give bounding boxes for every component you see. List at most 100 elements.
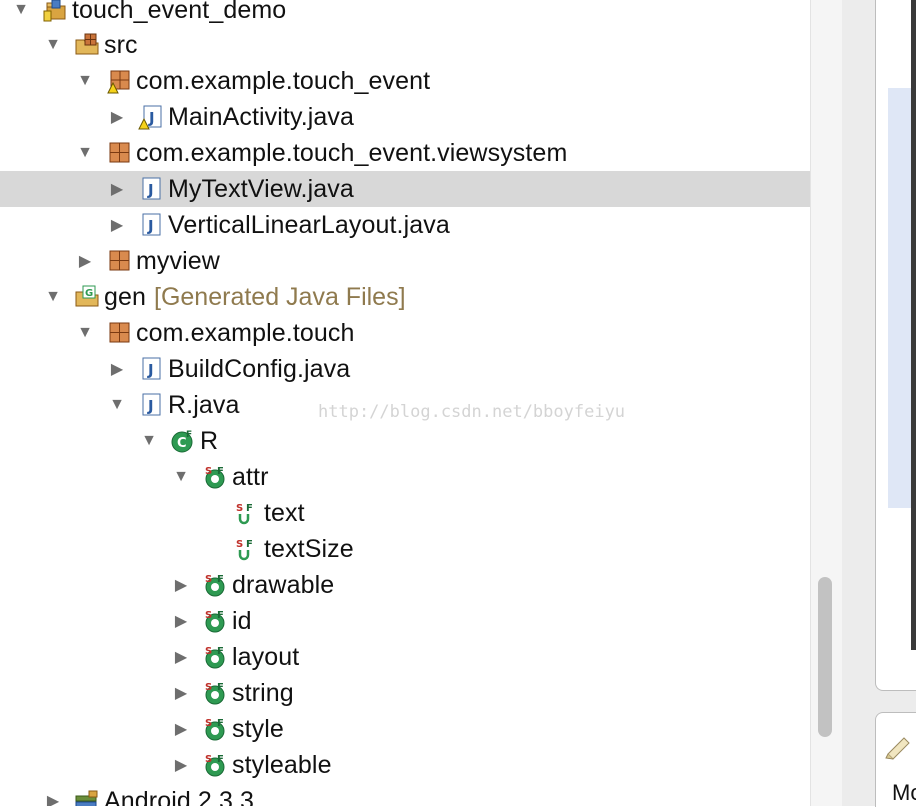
svg-text:J: J <box>148 109 155 127</box>
svg-text:F: F <box>217 466 224 477</box>
tree-row-package-touch[interactable]: ▼ com.example.touch <box>0 315 810 351</box>
pencil-icon[interactable] <box>884 730 914 765</box>
file-label: R.java <box>168 390 240 419</box>
expanded-arrow-icon[interactable]: ▼ <box>45 36 61 53</box>
tree-row-gen[interactable]: ▼ G gen [Generated Java Files] <box>0 279 810 315</box>
tree-row-android-library[interactable]: ▶ Android 2.3.3 <box>0 783 810 806</box>
package-label: com.example.touch_event.viewsystem <box>136 138 568 167</box>
project-label: touch_event_demo <box>72 0 287 24</box>
inner-class-label: id <box>232 606 252 635</box>
collapsed-arrow-icon[interactable]: ▶ <box>174 649 188 666</box>
field-label: textSize <box>264 534 354 563</box>
collapsed-arrow-icon[interactable]: ▶ <box>46 793 60 806</box>
svg-text:S: S <box>205 646 212 657</box>
svg-text:F: F <box>217 754 224 765</box>
file-label: BuildConfig.java <box>168 354 351 383</box>
svg-text:S: S <box>205 466 212 477</box>
collapsed-arrow-icon[interactable]: ▶ <box>110 217 124 234</box>
tree-row-src[interactable]: ▼ src <box>0 27 810 63</box>
package-explorer-tree: ▼ touch_event_demo ▼ src ▼ com.example.t… <box>0 0 810 806</box>
generated-folder-icon: G <box>74 284 100 310</box>
package-warning-icon <box>106 68 132 94</box>
library-container-icon <box>74 788 100 806</box>
right-bottom-panel <box>875 712 916 807</box>
generated-files-decoration: [Generated Java Files] <box>154 282 406 311</box>
gen-label: gen <box>104 282 147 311</box>
collapsed-arrow-icon[interactable]: ▶ <box>78 253 92 270</box>
tree-row-project[interactable]: ▼ touch_event_demo <box>0 0 810 28</box>
collapsed-arrow-icon[interactable]: ▶ <box>174 685 188 702</box>
package-label: myview <box>136 246 220 275</box>
svg-text:S: S <box>205 718 212 729</box>
expanded-arrow-icon[interactable]: ▼ <box>173 468 189 485</box>
collapsed-arrow-icon[interactable]: ▶ <box>110 361 124 378</box>
expanded-arrow-icon[interactable]: ▼ <box>77 72 93 89</box>
inner-class-label: drawable <box>232 570 335 599</box>
tree-row-buildconfig[interactable]: ▶ J BuildConfig.java <box>0 351 810 387</box>
package-label: com.example.touch <box>136 318 355 347</box>
tree-row-package-touch-event[interactable]: ▼ com.example.touch_event <box>0 63 810 99</box>
vertical-scrollbar-thumb[interactable] <box>818 577 832 737</box>
collapsed-arrow-icon[interactable]: ▶ <box>110 181 124 198</box>
library-label: Android 2.3.3 <box>104 786 255 807</box>
expanded-arrow-icon[interactable]: ▼ <box>77 144 93 161</box>
collapsed-arrow-icon[interactable]: ▶ <box>174 577 188 594</box>
svg-text:G: G <box>85 288 93 299</box>
inner-class-label: attr <box>232 462 269 491</box>
project-icon <box>42 0 68 23</box>
svg-text:J: J <box>147 181 154 199</box>
svg-text:S: S <box>236 539 243 550</box>
expanded-arrow-icon[interactable]: ▼ <box>13 1 29 18</box>
svg-text:S: S <box>205 574 212 585</box>
java-file-icon: J <box>138 392 164 418</box>
file-label: MainActivity.java <box>168 102 355 131</box>
package-label: com.example.touch_event <box>136 66 431 95</box>
package-icon <box>106 320 132 346</box>
svg-text:F: F <box>217 646 224 657</box>
src-label: src <box>104 30 138 59</box>
svg-text:F: F <box>217 610 224 621</box>
inner-class-label: layout <box>232 642 300 671</box>
inner-class-label: styleable <box>232 750 332 779</box>
tree-row-package-viewsystem[interactable]: ▼ com.example.touch_event.viewsystem <box>0 135 810 171</box>
collapsed-arrow-icon[interactable]: ▶ <box>174 721 188 738</box>
expanded-arrow-icon[interactable]: ▼ <box>45 288 61 305</box>
svg-text:F: F <box>246 539 253 550</box>
collapsed-arrow-icon[interactable]: ▶ <box>174 757 188 774</box>
expanded-arrow-icon[interactable]: ▼ <box>109 396 125 413</box>
tree-row-mytextview-selected[interactable]: ▶ J MyTextView.java <box>0 171 810 207</box>
tree-row-package-myview[interactable]: ▶ myview <box>0 243 810 279</box>
java-file-warning-icon: J <box>138 104 164 130</box>
right-editor-ruler <box>911 0 916 650</box>
tree-row-rjava[interactable]: ▼ J R.java <box>0 387 810 423</box>
svg-text:F: F <box>246 503 253 514</box>
expanded-arrow-icon[interactable]: ▼ <box>141 432 157 449</box>
collapsed-arrow-icon[interactable]: ▶ <box>174 613 188 630</box>
svg-text:J: J <box>147 361 154 379</box>
collapsed-arrow-icon[interactable]: ▶ <box>110 109 124 126</box>
expanded-arrow-icon[interactable]: ▼ <box>77 324 93 341</box>
svg-text:F: F <box>186 430 192 440</box>
tree-row-main-activity[interactable]: ▶ J MainActivity.java <box>0 99 810 135</box>
tree-row-verticallinearlayout[interactable]: ▶ J VerticalLinearLayout.java <box>0 207 810 243</box>
file-label: VerticalLinearLayout.java <box>168 210 450 239</box>
svg-text:J: J <box>147 397 154 415</box>
svg-text:S: S <box>236 503 243 514</box>
